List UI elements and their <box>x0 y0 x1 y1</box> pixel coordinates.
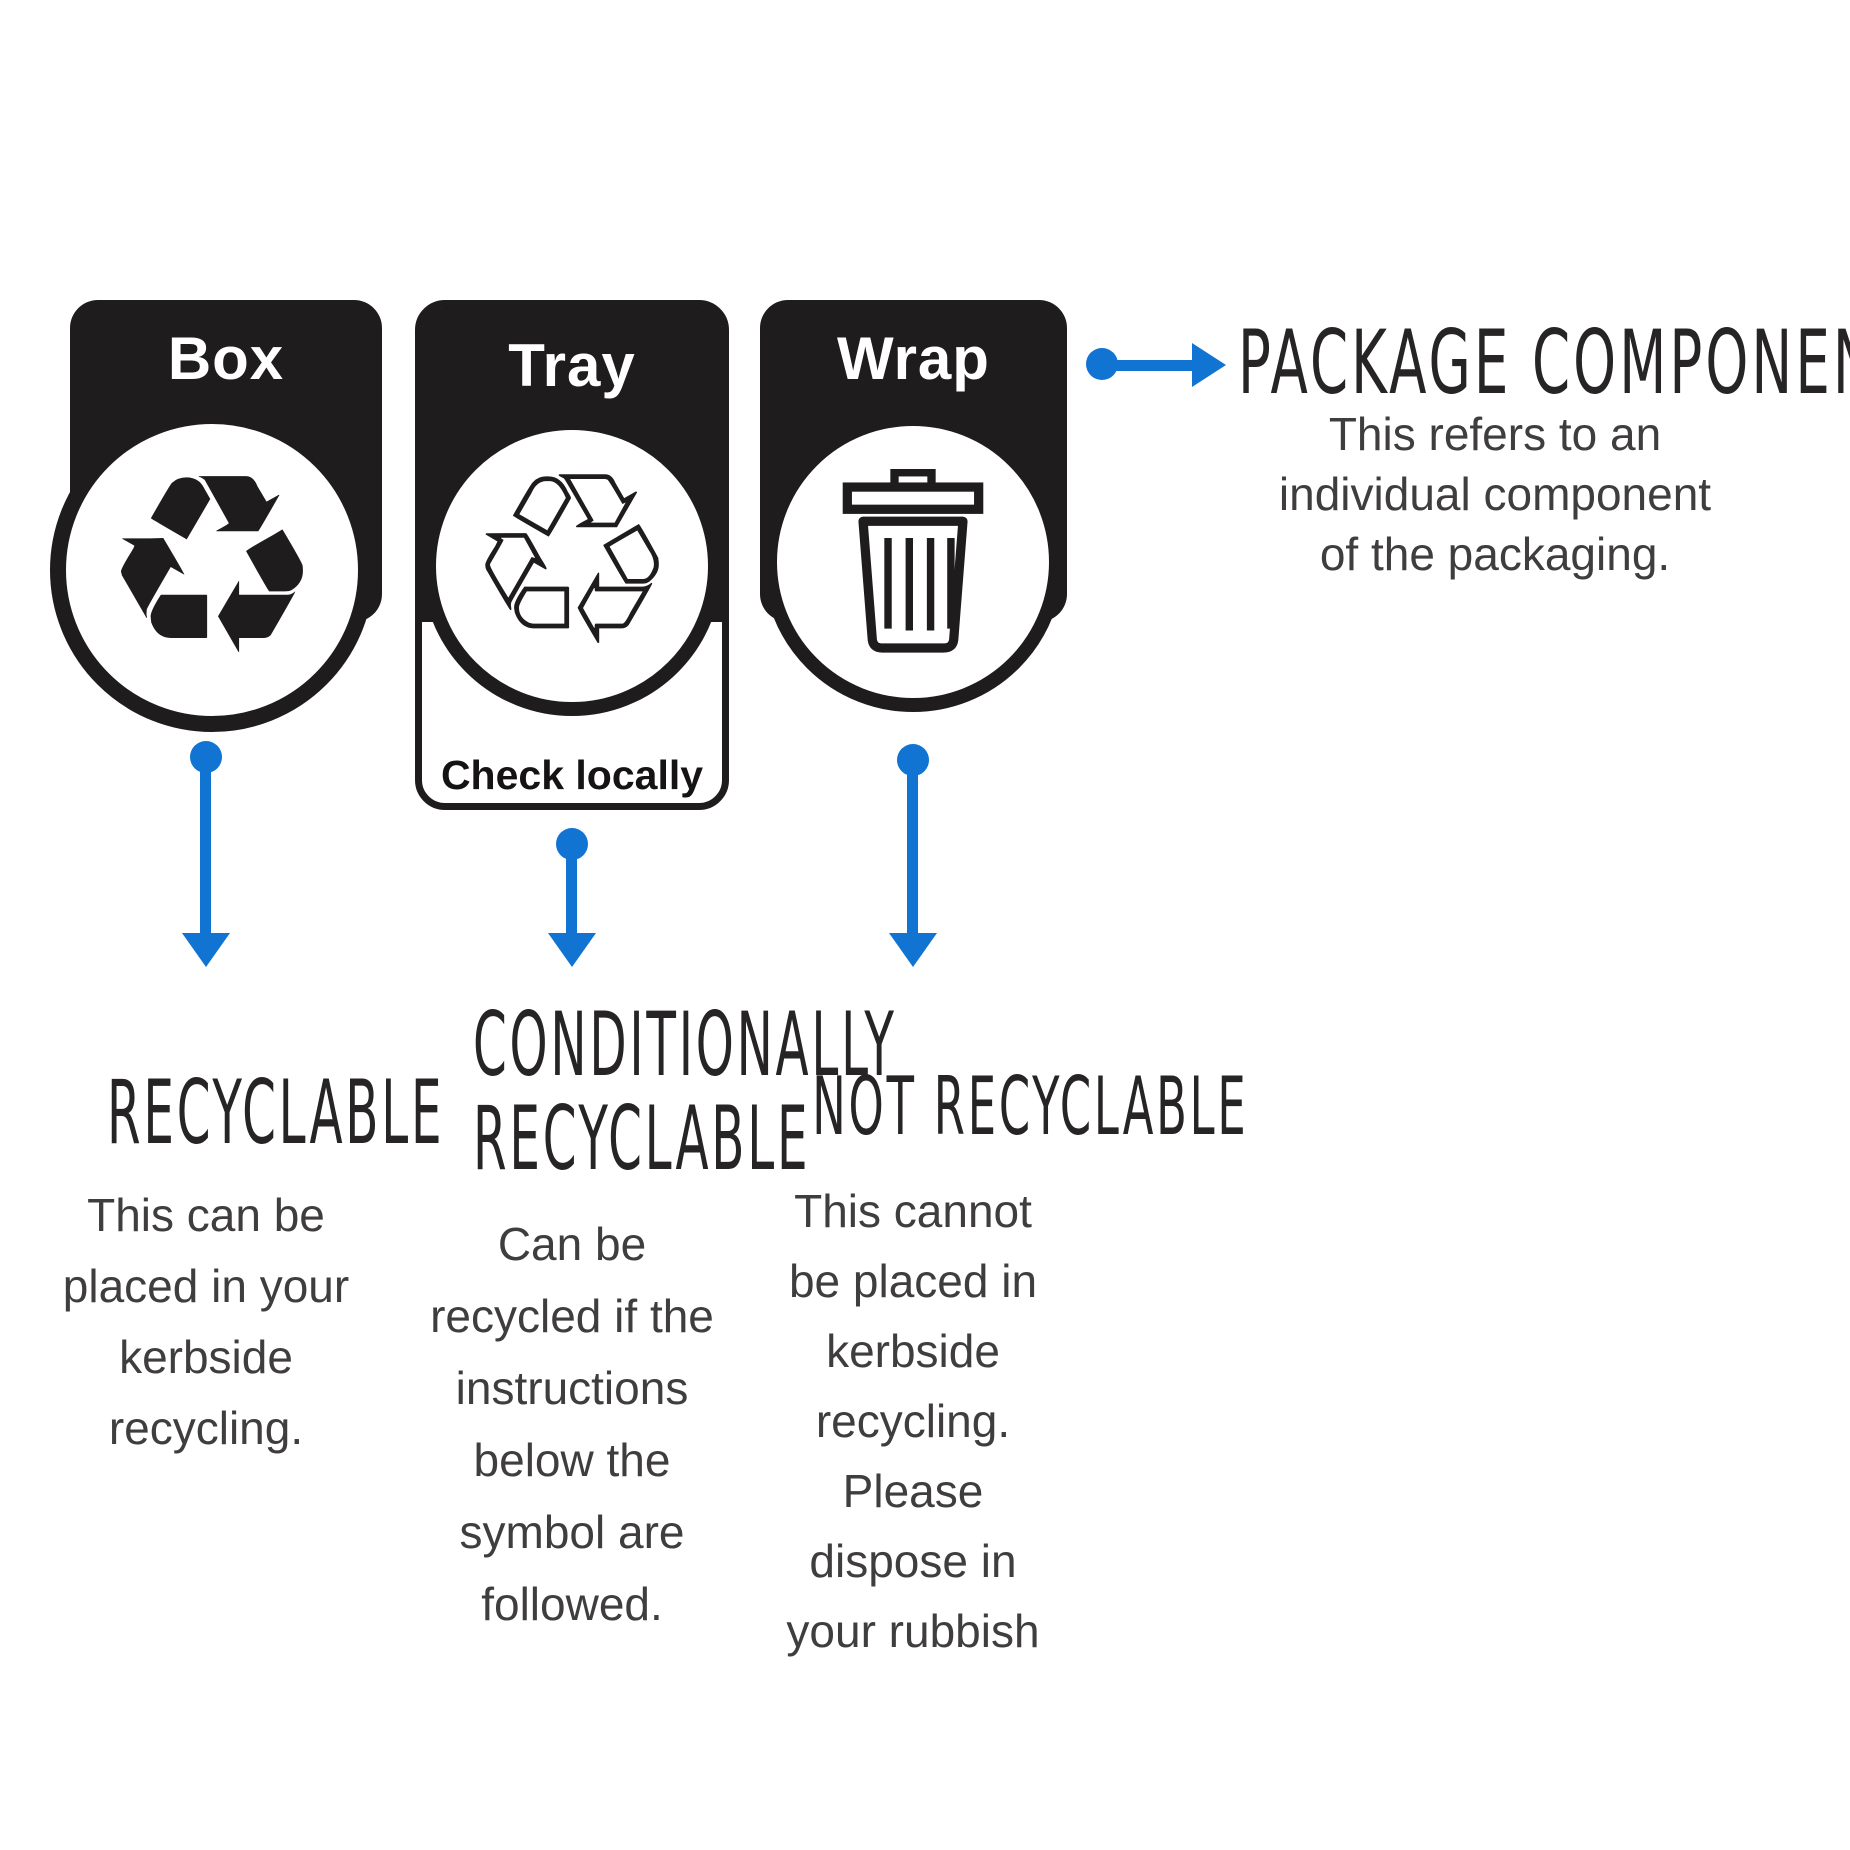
tile-title-box: Box <box>167 325 285 392</box>
wrap-description-line: recycling. <box>815 1395 1011 1447</box>
annotation-description: This refers to an individual component o… <box>1225 404 1765 584</box>
box-description-line: placed in your <box>62 1260 350 1312</box>
tray-description-line: recycled if the <box>430 1290 714 1342</box>
annotation-line: This refers to an <box>1328 408 1662 460</box>
trash-bin-glyph <box>842 469 984 653</box>
tray-description-line: below the <box>473 1434 671 1486</box>
tray-description-line: Can be <box>497 1218 647 1270</box>
wrap-description-line: be placed in <box>788 1255 1038 1307</box>
annotation-heading: PACKAGE COMPONENT <box>1238 311 1850 414</box>
box-description: This can be placed in your kerbside recy… <box>26 1180 386 1464</box>
wrap-description-line: your rubbish <box>786 1605 1040 1657</box>
box-arrow-line <box>200 757 211 937</box>
recycle-filled-glyph: ♻ <box>99 420 325 711</box>
check-locally-instruction: Check locally <box>440 752 704 798</box>
wrap-description-line: kerbside <box>826 1325 1000 1377</box>
box-arrow-head <box>182 933 230 967</box>
wrap-arrow-line <box>907 760 918 937</box>
trash-bin-icon <box>763 412 1063 712</box>
wrap-status-heading: NOT RECYCLABLE <box>812 1060 1249 1153</box>
tray-arrow-head <box>548 933 596 967</box>
recycle-filled-icon: ♻ <box>50 408 374 732</box>
tray-description: Can be recycled if the instructions belo… <box>392 1208 752 1640</box>
annotation-arrow-line <box>1100 360 1198 371</box>
annotation-line: of the packaging. <box>1319 528 1671 580</box>
wrap-description-line: This cannot <box>794 1185 1032 1237</box>
wrap-description: This cannot be placed in kerbside recycl… <box>733 1176 1093 1666</box>
tray-description-line: symbol are <box>459 1506 685 1558</box>
recycle-outline-icon: ♲ <box>422 416 722 716</box>
wrap-description-line: Please <box>842 1465 984 1517</box>
tray-description-line: instructions <box>455 1362 689 1414</box>
recycle-outline-glyph: ♲ <box>465 423 679 700</box>
box-description-line: recycling. <box>108 1402 304 1454</box>
annotation-line: individual component <box>1278 468 1712 520</box>
annotation-arrow-head <box>1192 343 1226 387</box>
box-description-line: This can be <box>87 1189 325 1241</box>
wrap-arrow-head <box>889 933 937 967</box>
box-description-line: kerbside <box>119 1331 293 1383</box>
box-status-heading: RECYCLABLE <box>107 1061 445 1164</box>
tray-status-heading: CONDITIONALLY RECYCLABLE <box>473 993 897 1190</box>
tray-arrow-line <box>566 844 577 937</box>
tile-title-tray: Tray <box>508 332 636 399</box>
tile-title-wrap: Wrap <box>837 325 990 392</box>
tray-description-line: followed. <box>481 1578 663 1630</box>
wrap-description-line: dispose in <box>809 1535 1017 1587</box>
